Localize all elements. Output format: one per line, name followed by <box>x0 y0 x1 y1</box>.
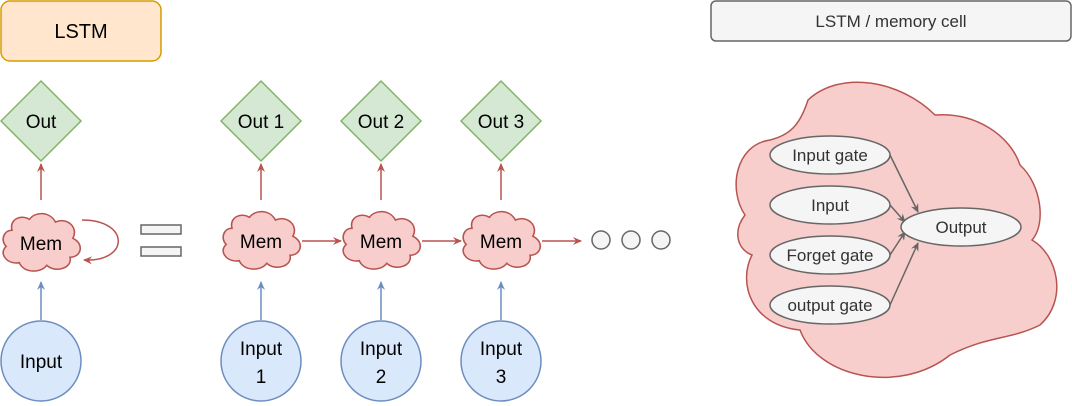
lstm-title-label: LSTM <box>54 21 107 43</box>
svg-text:Forget gate: Forget gate <box>787 246 874 265</box>
svg-text:Out 1: Out 1 <box>238 112 284 133</box>
gate-node-4: output gate <box>769 285 891 325</box>
folded-memory-node: Mem <box>2 212 82 272</box>
cell-output-node: Output <box>900 207 1022 247</box>
equals-sign <box>140 224 182 257</box>
folded-lstm: Out Mem Input <box>0 79 119 402</box>
svg-text:2: 2 <box>376 367 387 388</box>
gate-to-output-arrow <box>889 231 906 256</box>
gate-node-1: Input gate <box>769 135 891 175</box>
gate-node-3: Forget gate <box>769 235 891 275</box>
svg-text:3: 3 <box>496 367 507 388</box>
svg-text:Mem: Mem <box>480 232 522 253</box>
input-node-2: Input 2 <box>340 320 422 402</box>
continuation-dot <box>621 230 641 250</box>
svg-text:Input: Input <box>20 352 63 373</box>
continuation-dot <box>651 230 671 250</box>
svg-text:Input: Input <box>360 339 403 360</box>
lstm-title-box: LSTM <box>0 0 162 62</box>
svg-text:output gate: output gate <box>787 296 872 315</box>
svg-text:Out: Out <box>26 112 57 133</box>
svg-text:Mem: Mem <box>20 234 62 255</box>
svg-text:Input gate: Input gate <box>792 146 868 165</box>
cell-title-label: LSTM / memory cell <box>815 12 966 31</box>
svg-text:Output: Output <box>935 218 986 237</box>
gate-to-output-arrow <box>889 204 906 223</box>
memory-node-2: Mem <box>342 210 422 270</box>
gate-node-2: Input <box>769 185 891 225</box>
input-node-1: Input 1 <box>220 320 302 402</box>
gate-to-output-arrow <box>889 154 919 213</box>
memory-node-1: Mem <box>222 210 302 270</box>
folded-input-node: Input <box>0 320 82 402</box>
memory-node-3: Mem <box>462 210 542 270</box>
folded-output-node: Out <box>0 79 83 163</box>
svg-text:Out 2: Out 2 <box>358 112 404 133</box>
recurrent-loop-arrow <box>81 219 119 265</box>
output-node-2: Out 2 <box>339 79 423 163</box>
svg-text:Mem: Mem <box>240 232 282 253</box>
svg-text:Out 3: Out 3 <box>478 112 524 133</box>
svg-text:1: 1 <box>256 367 267 388</box>
gate-to-output-arrow <box>889 242 919 306</box>
output-node-1: Out 1 <box>219 79 303 163</box>
continuation-dot <box>591 230 611 250</box>
input-node-3: Input 3 <box>460 320 542 402</box>
cell-title-box: LSTM / memory cell <box>710 0 1072 42</box>
svg-text:Input: Input <box>811 196 849 215</box>
output-node-3: Out 3 <box>459 79 543 163</box>
svg-text:Input: Input <box>480 339 523 360</box>
svg-text:Mem: Mem <box>360 232 402 253</box>
svg-text:Input: Input <box>240 339 283 360</box>
